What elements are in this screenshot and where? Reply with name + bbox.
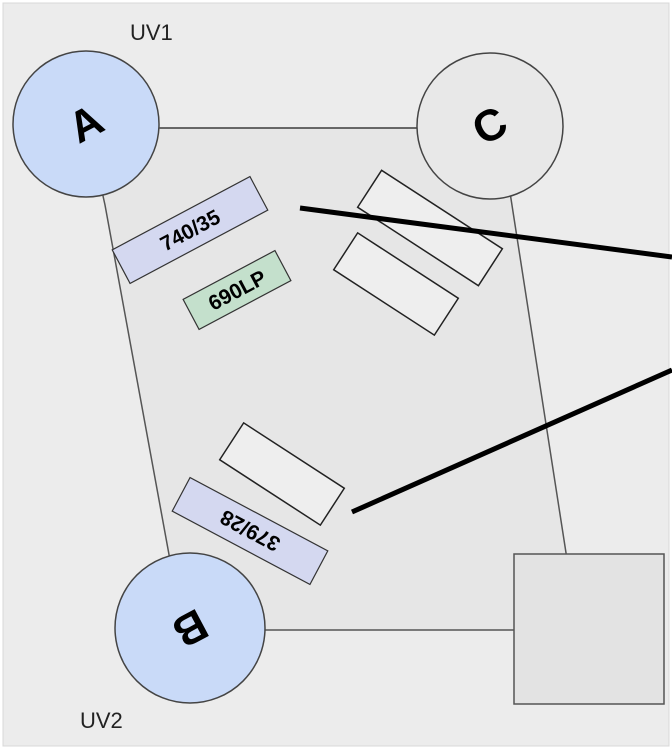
corner-c-circle bbox=[416, 52, 564, 200]
filter-379-28-box bbox=[171, 476, 329, 586]
empty-slot-1 bbox=[356, 169, 504, 287]
corner-b-circle bbox=[114, 552, 266, 704]
corner-a-circle bbox=[12, 50, 160, 198]
filter-690lp-box bbox=[182, 249, 292, 331]
filter-740-35-box bbox=[111, 175, 269, 285]
uv2-label: UV2 bbox=[80, 708, 123, 733]
corner-a: A bbox=[12, 50, 160, 198]
empty-slot-3 bbox=[218, 421, 346, 527]
bottom-right-box bbox=[513, 553, 665, 705]
empty-slot-2 bbox=[332, 231, 460, 337]
uv1-label: UV1 bbox=[130, 20, 173, 45]
corner-c: C bbox=[416, 52, 564, 200]
corner-b: B bbox=[114, 552, 266, 704]
beam-line-upper bbox=[299, 205, 672, 260]
beam-line-lower bbox=[350, 367, 672, 515]
